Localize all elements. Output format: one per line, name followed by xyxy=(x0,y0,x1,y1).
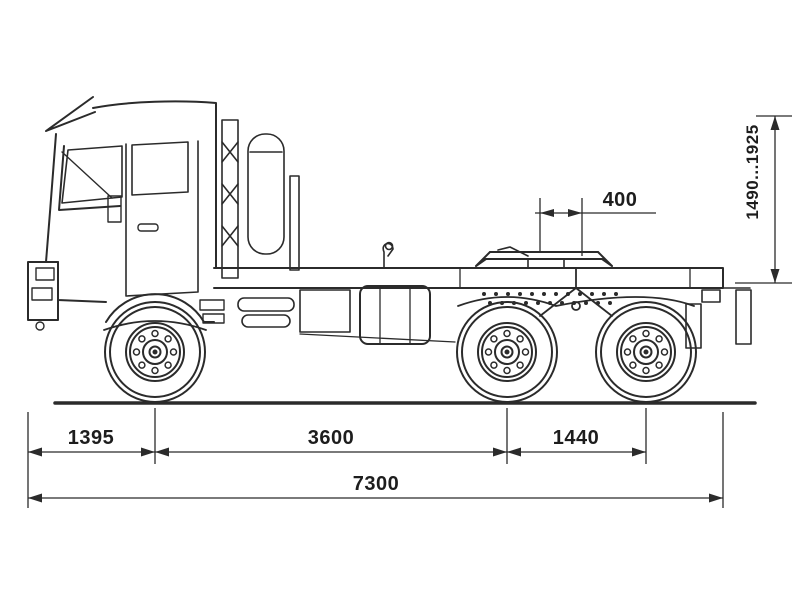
front-wheel xyxy=(104,301,206,403)
cab xyxy=(27,96,225,331)
middle-wheel xyxy=(456,301,558,403)
dim-label-fifth-wheel-height: 1490...1925 xyxy=(743,124,762,219)
battery-box xyxy=(237,289,351,333)
front-suspension xyxy=(103,320,456,343)
dimension-lines xyxy=(27,115,792,508)
dim-label-front-overhang: 1395 xyxy=(68,427,115,449)
rear-mudflaps xyxy=(685,287,752,349)
fuel-tank xyxy=(359,285,431,345)
dim-label-overall-length: 7300 xyxy=(353,473,400,495)
dim-label-rear-bogie-spread: 1440 xyxy=(553,427,600,449)
truck-illustration xyxy=(27,96,757,405)
air-intake-stack xyxy=(221,119,300,279)
fifth-wheel-coupling xyxy=(475,246,618,305)
dim-label-fifth-wheel-offset: 400 xyxy=(603,189,638,211)
rear-wheel xyxy=(595,301,697,403)
chassis-frame xyxy=(213,267,724,289)
rear-suspension xyxy=(457,267,695,317)
frame-lever xyxy=(382,241,394,269)
dimension-arrows xyxy=(28,116,780,503)
dim-label-wheelbase: 3600 xyxy=(308,427,355,449)
